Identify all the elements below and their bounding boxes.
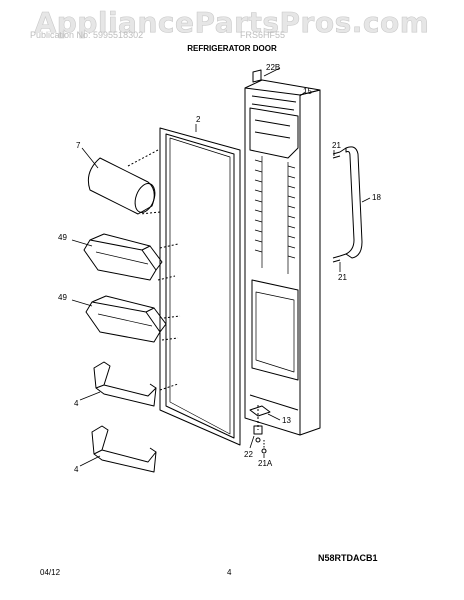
callout-2: 2 [196,115,201,124]
callout-4-top: 4 [74,399,79,408]
callout-13: 13 [282,416,291,425]
model-header: FRS6HF55 [240,30,286,40]
callout-22b: 22B [266,63,280,72]
page-number: 4 [227,568,232,577]
callout-18: 18 [372,193,381,202]
publication-number: Publication No: 5995518302 [30,30,144,40]
callout-15: 15 [303,87,312,96]
bin-shelf-upper [93,361,179,407]
callout-4-bottom: 4 [74,465,79,474]
callout-22: 22 [244,450,253,459]
hinge-parts [249,405,271,454]
watermark: AppliancePartsPros.com [34,6,430,40]
callout-21-mid: 21 [338,273,347,282]
door-gasket [159,127,241,446]
callout-7: 7 [76,141,81,150]
model-code: N58RTDACB1 [318,553,378,563]
callout-49-top: 49 [58,233,67,242]
door-handle [339,146,363,259]
footer-date: 04/12 [40,568,61,577]
callout-49-bottom: 49 [58,293,67,302]
dairy-bin [87,149,161,215]
handle-screws [332,151,341,263]
callout-21-top: 21 [332,141,341,150]
door-bin-upper [83,233,179,281]
callout-21a: 21A [258,459,273,468]
door-panel [244,79,321,436]
leader-lines [71,67,371,467]
page-title: REFRIGERATOR DOOR [187,44,277,53]
hinge-cap [252,69,262,83]
callout-labels: 22B 15 2 7 21 18 49 21 49 13 4 22 21A 4 [58,63,381,474]
door-bin-lower [85,295,181,343]
bin-shelf-lower [91,425,157,473]
